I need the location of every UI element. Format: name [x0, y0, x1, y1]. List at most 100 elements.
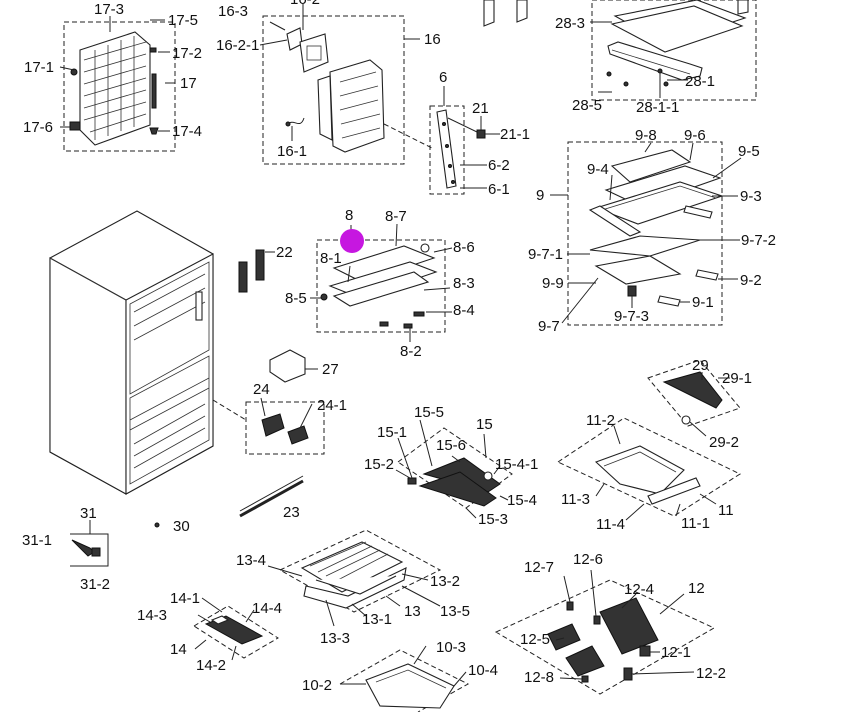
part-9-4-rail: [588, 205, 642, 237]
part-12-6-sensor: [593, 615, 601, 625]
label-8-6: 8-6: [453, 239, 475, 256]
label-11: 11: [718, 502, 734, 519]
label-24-1: 24-1: [317, 397, 347, 414]
group-29-boundary: [647, 359, 741, 427]
label-31-1: 31-1: [22, 532, 52, 549]
label-29: 29: [692, 357, 709, 374]
label-9-7: 9-7: [538, 318, 560, 335]
label-28-1-1: 28-1-1: [636, 99, 679, 116]
part-31-2-pin: [91, 547, 101, 557]
label-9-4: 9-4: [587, 161, 609, 178]
part-9-7-frame: [594, 255, 682, 285]
part-door-panel: [317, 59, 385, 153]
part-12-module: [565, 645, 605, 677]
part-8-2-clip: [379, 321, 389, 327]
part-29-2-cap: [681, 415, 691, 425]
label-15-1: 15-1: [377, 424, 407, 441]
part-31-1-hinge: [71, 539, 95, 557]
label-11-2: 11-2: [586, 412, 615, 429]
label-17: 17: [180, 75, 197, 92]
label-10-2: 10-2: [302, 677, 332, 694]
part-17-4-sensor: [149, 127, 159, 135]
label-12-8: 12-8: [524, 669, 554, 686]
label-8-3: 8-3: [453, 275, 475, 292]
group-14-boundary: [193, 605, 279, 659]
part-15-1-clip: [407, 477, 417, 485]
label-30: 30: [173, 518, 190, 535]
label-12-4: 12-4: [624, 581, 654, 598]
label-22: 22: [276, 244, 293, 261]
label-12-1: 12-1: [661, 644, 691, 661]
highlight-marker: [340, 229, 364, 253]
label-13-2: 13-2: [430, 573, 460, 590]
label-31-2: 31-2: [80, 576, 110, 593]
label-28-5: 28-5: [572, 97, 602, 114]
label-17-3: 17-3: [94, 1, 124, 18]
label-17-2: 17-2: [172, 45, 202, 62]
part-9-1-bracket: [657, 295, 681, 307]
label-15-3: 15-3: [478, 511, 508, 528]
label-9-5: 9-5: [738, 143, 760, 160]
part-16-2-1-bracket: [286, 27, 303, 51]
part-22-gasket-right: [255, 249, 265, 281]
part-8-7-cover: [332, 245, 436, 283]
label-13: 13: [404, 603, 421, 620]
part-9-7-3-clip: [627, 285, 637, 297]
label-13-3: 13-3: [320, 630, 350, 647]
label-10-3: 10-3: [436, 639, 466, 656]
label-6-2: 6-2: [488, 157, 510, 174]
label-15-5: 15-5: [414, 404, 444, 421]
label-16-3: 16-3: [218, 3, 248, 20]
group-16-boundary: [262, 15, 405, 165]
group-28-boundary: [591, 0, 757, 101]
label-29-1: 29-1: [722, 370, 752, 387]
part-16-1-wire: [287, 117, 305, 125]
label-10-4: 10-4: [468, 662, 498, 679]
part-17-2-duct: [151, 73, 157, 109]
label-14-1: 14-1: [170, 590, 200, 607]
label-9-3: 9-3: [740, 188, 762, 205]
label-12: 12: [688, 580, 705, 597]
group-11-boundary: [556, 417, 742, 517]
label-16-2-1: 16-2-1: [216, 37, 259, 54]
label-15-6: 15-6: [436, 437, 466, 454]
group-17-evaporator-assembly: [59, 16, 176, 152]
group-6-rail-assembly: [429, 86, 500, 195]
label-9-8: 9-8: [635, 127, 657, 144]
part-number-labels: 17-3 17-5 17-2 17-1 17 17-6 17-4 16-3 16…: [22, 0, 776, 694]
label-9-1: 9-1: [692, 294, 714, 311]
label-6-1: 6-1: [488, 181, 510, 198]
label-9-7-3: 9-7-3: [614, 308, 649, 325]
part-12-2-cover: [623, 667, 633, 681]
label-8-2: 8-2: [400, 343, 422, 360]
label-9-7-2: 9-7-2: [741, 232, 776, 249]
group-15-boundary: [397, 427, 513, 509]
part-evaporator-cover: [79, 31, 151, 146]
label-28-3: 28-3: [555, 15, 585, 32]
label-21-1: 21-1: [500, 126, 530, 143]
label-11-1: 11-1: [681, 515, 710, 532]
part-27-ice-tray: [269, 349, 306, 383]
part-9-8-glass: [610, 149, 692, 183]
part-17-1-clip: [70, 68, 78, 76]
group-10-boundary: [339, 649, 470, 712]
group-9-boundary: [567, 141, 723, 326]
label-15-4: 15-4: [507, 492, 537, 509]
label-14: 14: [170, 641, 187, 658]
label-8-4: 8-4: [453, 302, 475, 319]
part-8-3-tray: [332, 271, 430, 307]
label-6: 6: [439, 69, 447, 86]
label-17-4: 17-4: [172, 123, 202, 140]
label-9-6: 9-6: [684, 127, 706, 144]
group-31-hinge-parts: [70, 520, 109, 567]
label-8-1: 8-1: [320, 250, 342, 267]
part-21-1-switch: [476, 129, 486, 139]
label-28-1: 28-1: [685, 73, 715, 90]
part-9-2-bracket: [695, 269, 719, 281]
group-12-icemaker-assembly: [494, 569, 716, 695]
label-17-5: 17-5: [168, 12, 198, 29]
label-9: 9: [536, 187, 544, 204]
label-12-6: 12-6: [573, 551, 603, 568]
part-17-5-screw: [149, 47, 157, 53]
